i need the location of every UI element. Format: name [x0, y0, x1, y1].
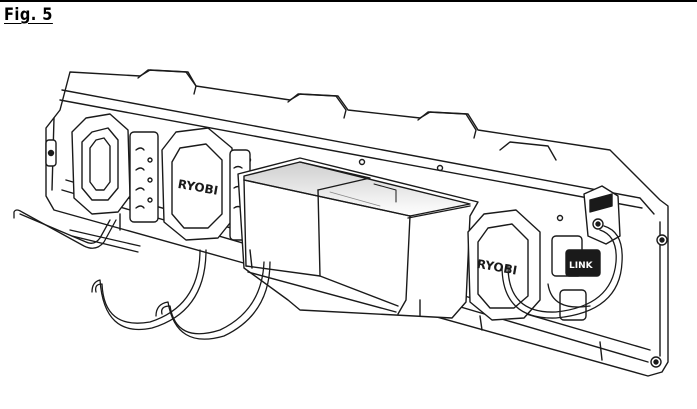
connector-block-left — [129, 131, 159, 223]
brand-logo-right: RYOBI — [476, 257, 518, 278]
mount-hole-left — [45, 139, 57, 167]
hook-loop-lower-left — [91, 249, 207, 330]
rail-hole — [358, 158, 366, 166]
mount-hole-right-upper — [656, 234, 668, 246]
octagon-mount-center — [161, 127, 235, 241]
brand-logo-left: RYOBI — [177, 177, 219, 198]
rail-top-bump — [137, 69, 197, 95]
rail-hole — [556, 214, 564, 222]
rail-hole — [436, 164, 444, 172]
rail-top-bump — [417, 111, 477, 139]
mount-hole-right-lower — [650, 356, 662, 368]
top-rule — [0, 0, 697, 2]
rail-lower-edge — [119, 213, 603, 361]
hook-wire-left — [13, 209, 117, 249]
figure-label: Fig. 5 — [4, 5, 53, 25]
rail-top-bump — [287, 93, 347, 119]
hook-loop-lower-center — [155, 261, 271, 340]
hook-loop-right — [501, 225, 623, 319]
hook-wire-left-2 — [69, 229, 141, 253]
octagon-mount-left — [71, 113, 131, 215]
rail-top-bump — [499, 141, 557, 161]
storage-bin — [237, 157, 479, 319]
octagon-mount-right — [467, 209, 541, 321]
link-logo: LINK — [569, 261, 594, 271]
